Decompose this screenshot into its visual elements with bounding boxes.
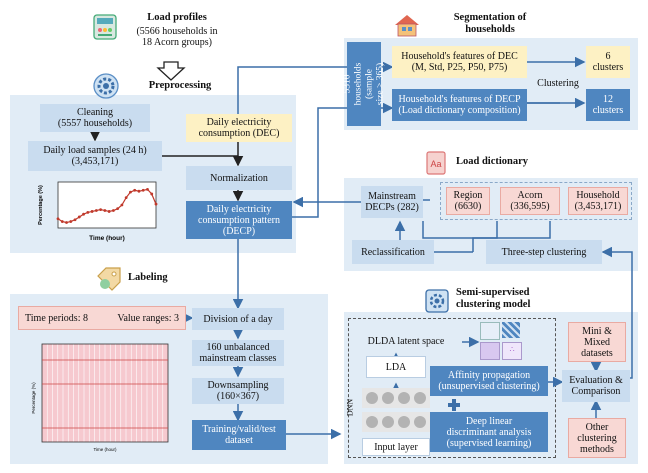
input-layer-box: Input layer xyxy=(362,438,430,456)
data-point xyxy=(69,220,73,223)
load-dictionary-title: Load dictionary xyxy=(456,156,529,167)
data-point xyxy=(94,209,98,212)
data-point xyxy=(77,215,81,219)
data-point xyxy=(107,210,111,213)
svg-text:Aa: Aa xyxy=(430,159,441,169)
three-step-clustering-box: Three-step clustering xyxy=(486,240,602,264)
acorn-box: Acorn (336,595) xyxy=(500,187,560,215)
data-point xyxy=(86,210,90,214)
data-point xyxy=(150,192,154,196)
data-point xyxy=(99,208,103,211)
lda-box: LDA xyxy=(366,356,426,378)
label-chart-ylabel: Percentage (%) xyxy=(31,382,36,414)
reclassification-box: Reclassification xyxy=(352,240,434,264)
meter-icon xyxy=(93,14,117,40)
house-icon xyxy=(395,15,419,37)
dnn-layer-1 xyxy=(362,388,430,408)
region-box: Region (6630) xyxy=(446,187,490,215)
data-point xyxy=(65,221,68,224)
dnn-layers xyxy=(362,388,430,436)
dictionary-levels-frame xyxy=(440,182,632,220)
labeling-grid-chart: Percentage (%) Time (hour) xyxy=(31,343,169,452)
data-point xyxy=(82,212,85,216)
latent-cluster-a xyxy=(480,322,500,340)
other-methods-box: Other clustering methods xyxy=(568,418,626,458)
dictionary-icon: Aa xyxy=(426,151,446,175)
latent-cluster-d: ∴ xyxy=(502,342,522,360)
segmentation-title: Segmentation of households xyxy=(453,12,527,35)
data-point xyxy=(111,209,115,212)
model-chip-icon xyxy=(425,289,449,313)
load-profiles-title: Load profiles xyxy=(147,12,207,23)
mainstream-classes-box: 160 unbalanced mainstream classes xyxy=(192,340,284,366)
data-point xyxy=(141,188,145,192)
dnn-label: DNN xyxy=(345,398,355,417)
deep-lda-box: Deep linear discriminant analysis (super… xyxy=(430,412,548,452)
data-point xyxy=(129,190,132,194)
cleaning-box: Cleaning (5557 households) xyxy=(40,104,150,132)
data-point xyxy=(56,217,60,221)
daily-load-chart: Percentage (%) Time (hour) xyxy=(38,181,158,242)
data-point xyxy=(60,220,64,223)
household-box: Household (3,453,171) xyxy=(568,187,628,215)
data-point xyxy=(154,202,158,206)
time-value-ranges-box: Time periods: 8 Value ranges: 3 xyxy=(18,306,186,330)
decp-features-box: Household's features of DECP (Load dicti… xyxy=(392,89,527,121)
load-profiles-subtitle: (5566 households in 18 Acorn groups) xyxy=(136,26,218,48)
downsampling-box: Downsampling (160×367) xyxy=(192,378,284,404)
latent-cluster-b xyxy=(502,322,520,338)
chart-xlabel: Time (hour) xyxy=(89,235,125,242)
data-point xyxy=(90,210,94,213)
division-of-day-box: Division of a day xyxy=(192,308,284,330)
household-count-label: 5310 households (sample size > 365) xyxy=(342,62,385,106)
data-point xyxy=(137,189,141,193)
dataset-box: Training/valid/test dataset xyxy=(192,420,286,450)
tag-icon xyxy=(97,267,121,291)
clustering-label: Clustering xyxy=(537,78,579,89)
latent-clusters-grid: ∴ xyxy=(480,322,524,360)
latent-cluster-c xyxy=(480,342,500,360)
dec-box: Daily electricity consumption (DEC) xyxy=(186,114,292,142)
dec-features-box: Household's features of DEC (M, Std, P25… xyxy=(392,46,527,78)
mini-mixed-datasets-box: Mini & Mixed datasets xyxy=(568,322,626,362)
dnn-nodes xyxy=(366,392,426,428)
dlda-latent-box: DLDA latent space xyxy=(367,335,445,347)
decp-box: Daily electricity consumption pattern (D… xyxy=(186,201,292,239)
evaluation-box: Evaluation & Comparison xyxy=(562,370,630,402)
data-point xyxy=(133,188,137,192)
dnn-dashed-frame xyxy=(348,318,556,458)
dnn-layer-2 xyxy=(362,412,430,432)
twelve-clusters-box: 12 clusters xyxy=(586,89,630,121)
data-point xyxy=(116,207,120,211)
label-chart-xlabel: Time (hour) xyxy=(93,447,117,452)
six-clusters-box: 6 clusters xyxy=(586,46,630,78)
affinity-propagation-box: Affinity propagation (unsupervised clust… xyxy=(430,366,548,396)
gear-icon xyxy=(93,73,119,99)
segmentation-vertical-label: 5310 households (sample size > 365) xyxy=(342,42,385,126)
data-point xyxy=(120,203,124,207)
value-ranges-label: Value ranges: 3 xyxy=(117,312,179,324)
daily-load-box: Daily load samples (24 h) (3,453,171) xyxy=(28,141,162,171)
mainstream-decps-box: Mainstream DECPs (282) xyxy=(361,186,423,218)
data-point xyxy=(73,218,77,222)
chart-ylabel: Percentage (%) xyxy=(38,185,44,225)
data-point xyxy=(103,209,107,212)
time-periods-label: Time periods: 8 xyxy=(25,312,88,324)
normalization-box: Normalization xyxy=(186,166,292,190)
labeling-title: Labeling xyxy=(128,272,168,283)
semi-supervised-title: Semi-supervised clustering model xyxy=(456,287,531,310)
data-point xyxy=(124,196,128,200)
data-point xyxy=(146,187,149,191)
preprocessing-title: Preprocessing xyxy=(148,80,212,91)
